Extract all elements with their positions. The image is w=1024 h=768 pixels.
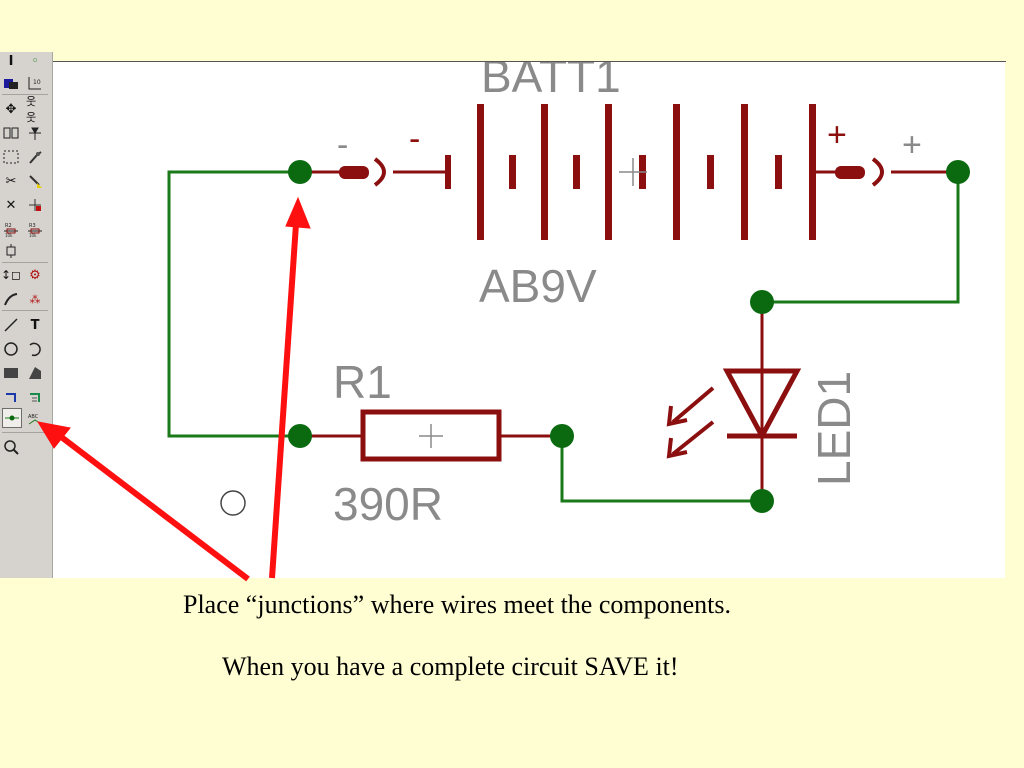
battery-right-plus: + (902, 126, 922, 164)
battery-batt1[interactable]: BATT1 - - (300, 62, 958, 312)
resistor-value: 390R (333, 478, 443, 530)
led-triangle (722, 368, 802, 442)
zoom-icon[interactable] (2, 438, 20, 456)
resistor-reference: R1 (333, 356, 392, 408)
marker-icon[interactable] (2, 388, 20, 406)
caption-line-2: When you have a complete circuit SAVE it… (222, 652, 679, 681)
terminal-icon[interactable]: 웃웃 (26, 95, 37, 124)
junction-dot (288, 424, 312, 448)
symbol-icon[interactable]: ⚙ (29, 267, 41, 283)
placement-cursor-icon (220, 490, 246, 516)
cut-icon[interactable]: ✂ (5, 173, 17, 189)
hold-icon[interactable] (26, 388, 44, 406)
resistor-body (360, 409, 502, 462)
battery-left-pin (339, 166, 369, 179)
svg-text:10k: 10k (5, 233, 13, 237)
battery-value: AB9V (479, 260, 597, 312)
wire-label-icon[interactable]: 10 (26, 74, 44, 92)
delete-icon[interactable]: ✕ (5, 197, 17, 213)
junction-icon[interactable]: ◦ (31, 53, 39, 69)
tape-icon[interactable]: ⁂ (29, 292, 41, 306)
toolbar-separator (2, 310, 48, 311)
graph-icon[interactable] (2, 290, 20, 308)
move-icon[interactable]: ✥ (5, 101, 17, 117)
resistor-r2-icon[interactable]: R2 10k (2, 220, 20, 238)
wire-battery-to-led (762, 172, 960, 304)
resistor-r1[interactable]: R1 390R (300, 356, 562, 530)
wire-resistor-to-led (560, 436, 762, 503)
caption-line-1: Place “junctions” where wires meet the c… (183, 590, 731, 619)
schematic-canvas[interactable]: BATT1 - - (53, 62, 1005, 578)
svg-text:10: 10 (33, 79, 41, 86)
battery-reference: BATT1 (481, 62, 621, 102)
wire-left-loop (167, 170, 300, 438)
polygon-icon[interactable] (26, 364, 44, 382)
pointer-icon[interactable]: I (8, 53, 14, 69)
battery-right-pin (835, 166, 865, 179)
led-emission-arrows (666, 386, 715, 459)
box-icon[interactable] (2, 364, 20, 382)
battery-inner-minus: - (409, 120, 420, 158)
battery-inner-plus: + (827, 116, 847, 154)
component-mode-icon[interactable] (2, 74, 20, 92)
text-icon[interactable]: T (30, 317, 40, 333)
junction-dot (946, 160, 970, 184)
led-reference: LED1 (808, 371, 860, 486)
select-area-icon[interactable] (2, 148, 20, 166)
toolbar-separator (2, 432, 48, 433)
led-led1[interactable]: LED1 (666, 302, 860, 501)
current-probe-icon[interactable] (26, 196, 44, 214)
junction-dot (750, 489, 774, 513)
toolbar-separator (2, 262, 48, 263)
junction-dot (288, 160, 312, 184)
rotate-icon[interactable]: ↕◻ (1, 268, 22, 282)
svg-text:R3: R3 (29, 223, 36, 229)
line-icon[interactable] (2, 316, 20, 334)
circle-icon[interactable] (2, 340, 20, 358)
probe-icon[interactable] (26, 148, 44, 166)
junction-dot (750, 290, 774, 314)
resistor-origin-mark (419, 424, 443, 448)
voltage-probe-icon[interactable] (26, 172, 44, 190)
svg-text:R2: R2 (5, 223, 12, 229)
toolbar-separator (2, 94, 48, 95)
junction-dot (550, 424, 574, 448)
arc-icon[interactable] (26, 340, 44, 358)
svg-text:ABC: ABC (28, 414, 39, 420)
tool-palette: I ◦ 10 ✥ 웃웃 ✂ ✕ R2 10k R3 10k ↕◻ ⚙ ⁂ (0, 52, 53, 578)
resistor-r3-icon[interactable]: R3 10k (26, 220, 44, 238)
pin-icon[interactable] (26, 124, 44, 142)
abc-label-icon[interactable]: ABC (26, 410, 44, 428)
svg-text:10k: 10k (29, 233, 37, 237)
battery-left-minus: - (337, 126, 348, 164)
junction-dot-mode-icon[interactable] (2, 408, 22, 428)
top-border (0, 61, 1006, 62)
battery-left-hook (373, 157, 386, 187)
copy-block-icon[interactable] (2, 124, 20, 142)
battery-origin-mark (619, 158, 647, 186)
battery-right-hook (871, 157, 884, 187)
device-pin-icon[interactable] (2, 242, 20, 260)
